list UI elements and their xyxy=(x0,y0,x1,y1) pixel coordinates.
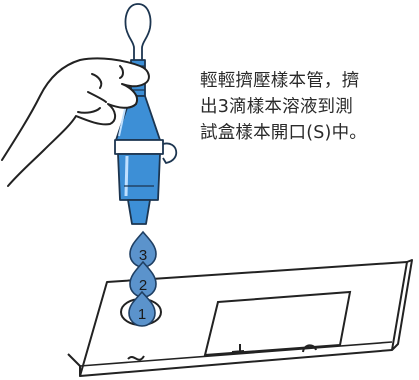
instruction-text: 輕輕擠壓樣本管，擠 出3滴樣本溶液到測 試盒樣本開口(S)中。 xyxy=(200,68,415,146)
sample-tube xyxy=(114,3,178,225)
marking-c-icon xyxy=(302,344,317,353)
tube-cap xyxy=(124,3,152,63)
tube-loop xyxy=(162,142,178,164)
tube-tip xyxy=(127,199,151,225)
tube-body xyxy=(117,153,161,201)
cassette-markings xyxy=(127,344,317,361)
instruction-line-2: 出3滴樣本溶液到測 xyxy=(200,97,353,117)
drop-1: 1 xyxy=(128,290,156,327)
marking-t-icon xyxy=(231,344,245,353)
drop-1-label: 1 xyxy=(138,306,146,323)
instruction-line-3: 試盒樣本開口(S)中。 xyxy=(200,123,367,143)
tube-collar xyxy=(114,139,164,155)
drop-2: 2 xyxy=(129,260,157,298)
drop-2-label: 2 xyxy=(139,277,147,294)
hand-illustration xyxy=(1,57,150,187)
marking-s-icon xyxy=(127,355,145,361)
instruction-line-1: 輕輕擠壓樣本管，擠 xyxy=(200,71,360,91)
drop-3-label: 3 xyxy=(139,247,147,264)
result-window xyxy=(203,290,352,357)
